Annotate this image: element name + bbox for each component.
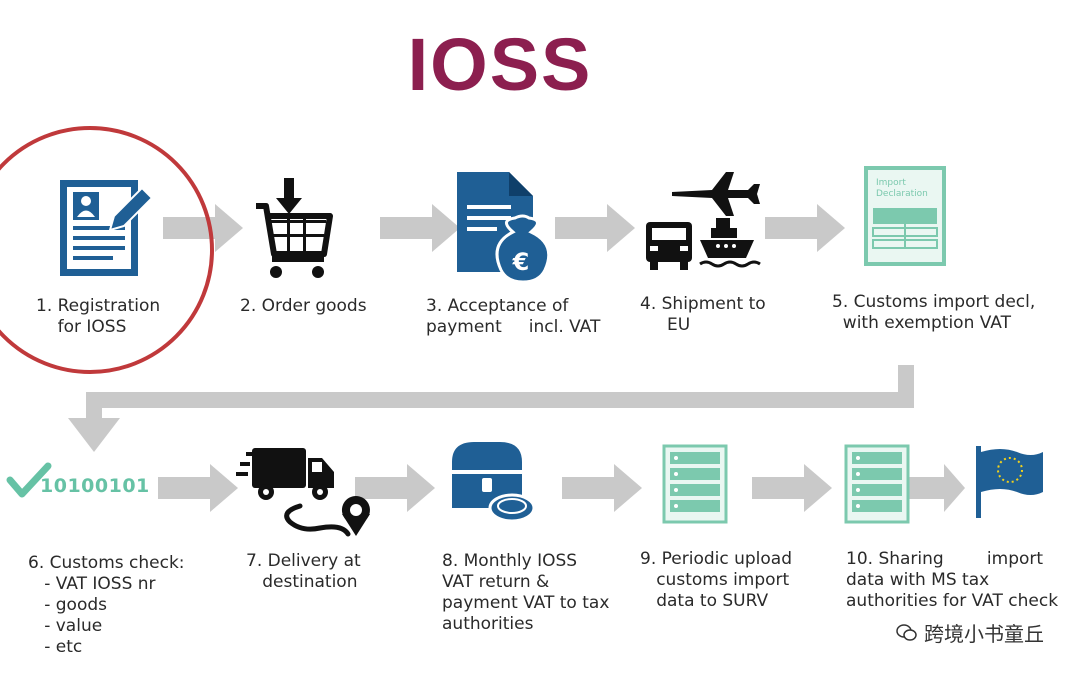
shopping-cart-icon — [256, 178, 333, 278]
registration-form-icon — [60, 180, 154, 276]
page-title: IOSS — [407, 23, 593, 106]
declaration-document-text: Import Declaration — [876, 178, 928, 199]
import-declaration-icon — [864, 166, 946, 266]
server-share-icon — [844, 444, 910, 524]
step-4-label: 4. Shipment to EU — [640, 294, 766, 335]
flow-arrow — [555, 204, 635, 252]
flow-arrow — [380, 204, 460, 252]
row-connector-arrow — [68, 365, 914, 452]
step-2-label: 2. Order goods — [240, 296, 367, 316]
flow-arrow — [752, 464, 832, 512]
wechat-icon — [896, 623, 918, 642]
check-mark-icon — [6, 462, 52, 498]
invoice-euro-icon: € — [457, 172, 551, 284]
shipment-transport-icon — [646, 172, 761, 270]
highlight-circle — [0, 126, 214, 374]
flow-arrow — [163, 204, 243, 252]
flow-arrow — [905, 464, 965, 512]
eu-flag-icon — [976, 446, 1043, 518]
flow-arrow — [765, 204, 845, 252]
delivery-truck-icon — [236, 448, 370, 537]
step-7-label: 7. Delivery at destination — [246, 551, 361, 592]
step-1-label: 1. Registration for IOSS — [36, 296, 161, 337]
server-upload-icon — [662, 444, 728, 524]
step-10-label: 10. Sharing import data with MS tax auth… — [846, 549, 1059, 611]
step-9-label: 9. Periodic upload customs import data t… — [640, 549, 793, 611]
step-6-label: 6. Customs check: - VAT IOSS nr - goods … — [28, 553, 185, 657]
step-8-label: 8. Monthly IOSS VAT return & payment VAT… — [442, 551, 610, 634]
treasure-chest-icon — [452, 442, 536, 523]
step-5-label: 5. Customs import decl, with exemption V… — [832, 292, 1036, 333]
step-3-label: 3. Acceptance of payment incl. VAT — [426, 296, 601, 337]
check-code: 10100101 — [40, 475, 150, 497]
watermark: 跨境小书童丘 — [896, 618, 1044, 647]
flow-arrow — [158, 464, 238, 512]
flow-arrow — [562, 464, 642, 512]
watermark-text: 跨境小书童丘 — [924, 622, 1044, 646]
svg-text:€: € — [512, 248, 530, 276]
